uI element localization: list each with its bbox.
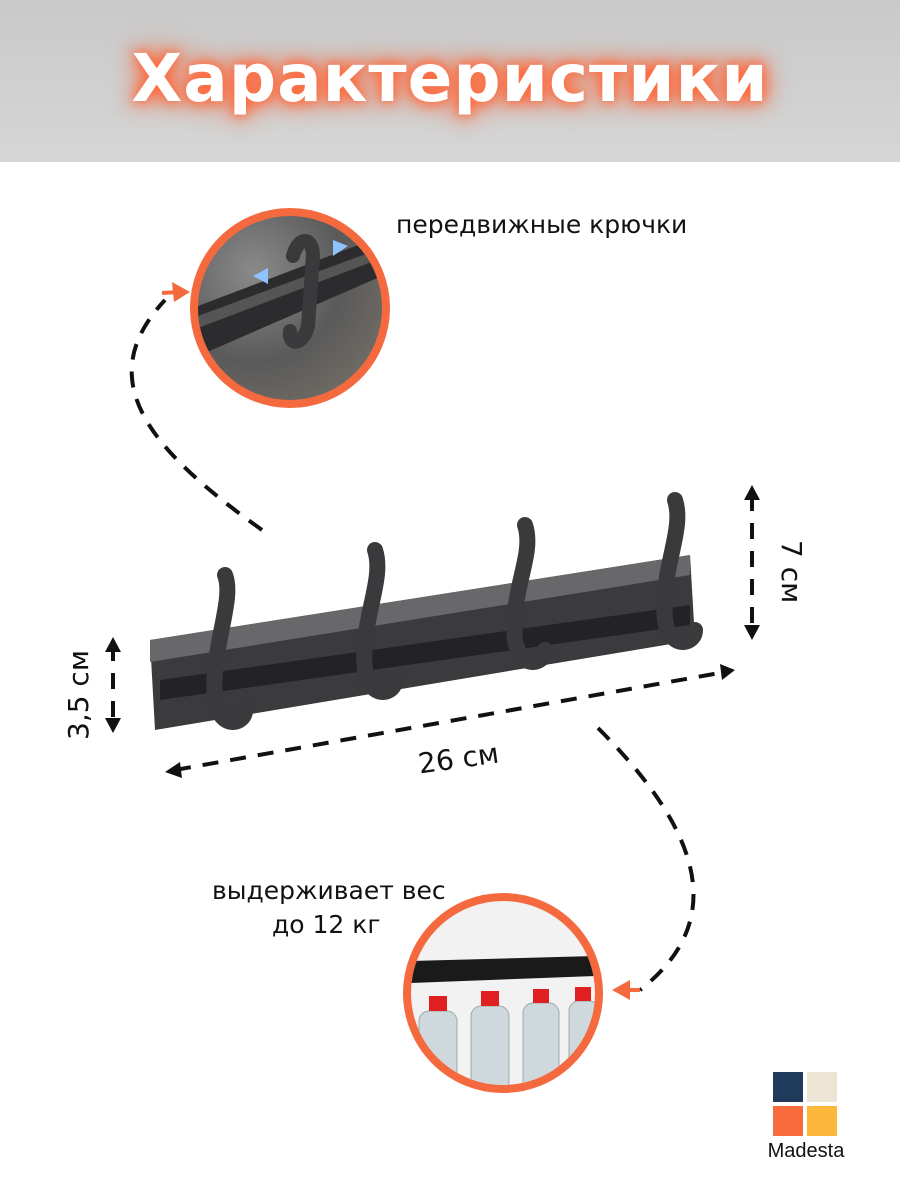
depth-label: 3,5 см bbox=[62, 650, 95, 740]
movable-hooks-label: передвижные крючки bbox=[396, 210, 688, 239]
orange-arrow-icon bbox=[612, 980, 630, 1000]
load-label-line2: до 12 кг bbox=[272, 910, 381, 939]
dashed-connector-top bbox=[129, 298, 264, 532]
header-banner bbox=[0, 0, 900, 162]
height-label: 7 см bbox=[775, 540, 808, 604]
brand-name: Madesta bbox=[767, 1140, 845, 1162]
page-title: Характеристики bbox=[131, 40, 769, 117]
load-label-line1: выдерживает вес bbox=[212, 876, 446, 905]
dimension-width-line bbox=[174, 670, 726, 772]
dashed-connector-bottom bbox=[596, 726, 696, 992]
hook-rack bbox=[150, 492, 703, 730]
orange-arrow-icon bbox=[172, 282, 190, 302]
movable-hooks-detail-image bbox=[190, 208, 390, 408]
load-capacity-image bbox=[403, 893, 603, 1093]
